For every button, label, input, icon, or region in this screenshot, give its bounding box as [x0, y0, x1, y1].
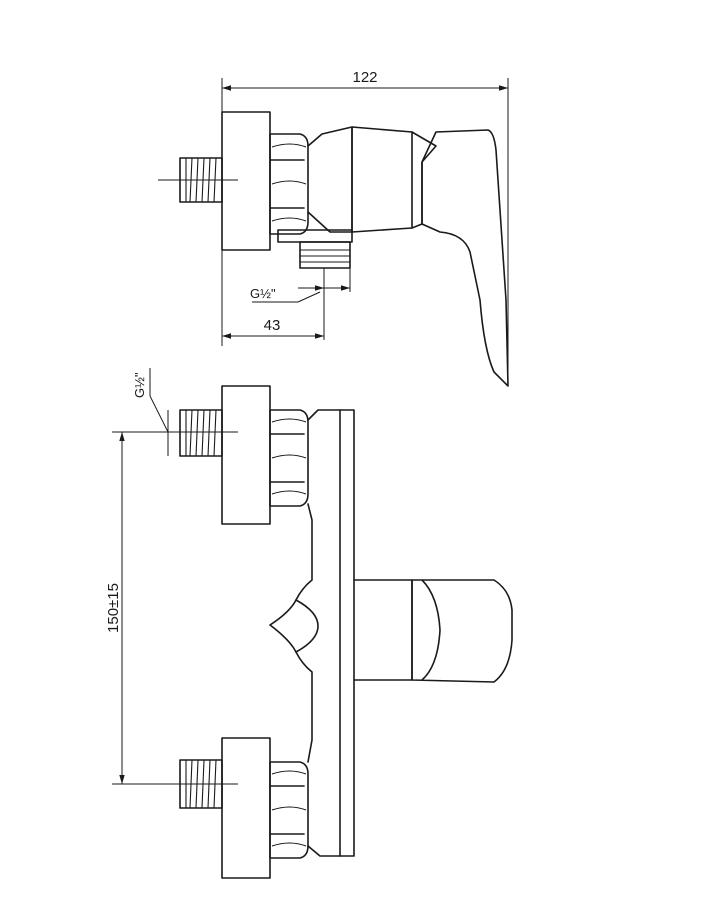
top-outlet: [277, 229, 353, 269]
dim-thread-top-label: G½": [250, 286, 276, 301]
dim-thread-side-label: G½": [132, 372, 147, 398]
top-escutcheon: [221, 111, 271, 251]
dim-overall-width-label: 122: [352, 69, 377, 86]
top-cartridge-body: [351, 126, 413, 233]
top-lever-handle: [421, 129, 509, 387]
dim-inlet-spacing-label: 150±15: [105, 583, 122, 633]
dim-overall-width: 122: [221, 69, 509, 386]
front-lower-inlet: [179, 737, 309, 879]
front-mixer-body: [269, 409, 355, 857]
front-view: G½" 150±15: [105, 368, 513, 879]
top-hex-nut: [269, 133, 309, 235]
front-cartridge: [353, 579, 413, 681]
front-body-bulge: [295, 599, 319, 653]
dim-thread-top: G½": [250, 268, 351, 340]
dim-inlet-spacing: 150±15: [105, 432, 238, 785]
dim-thread-side: G½": [132, 368, 181, 456]
front-upper-inlet: [112, 385, 309, 525]
top-view: 122 G½" 43: [158, 69, 509, 387]
dim-inlet-offset: 43: [221, 250, 324, 346]
dim-inlet-offset-label: 43: [264, 317, 281, 334]
front-lever-handle: [411, 579, 513, 683]
top-body-neck: [307, 126, 353, 233]
